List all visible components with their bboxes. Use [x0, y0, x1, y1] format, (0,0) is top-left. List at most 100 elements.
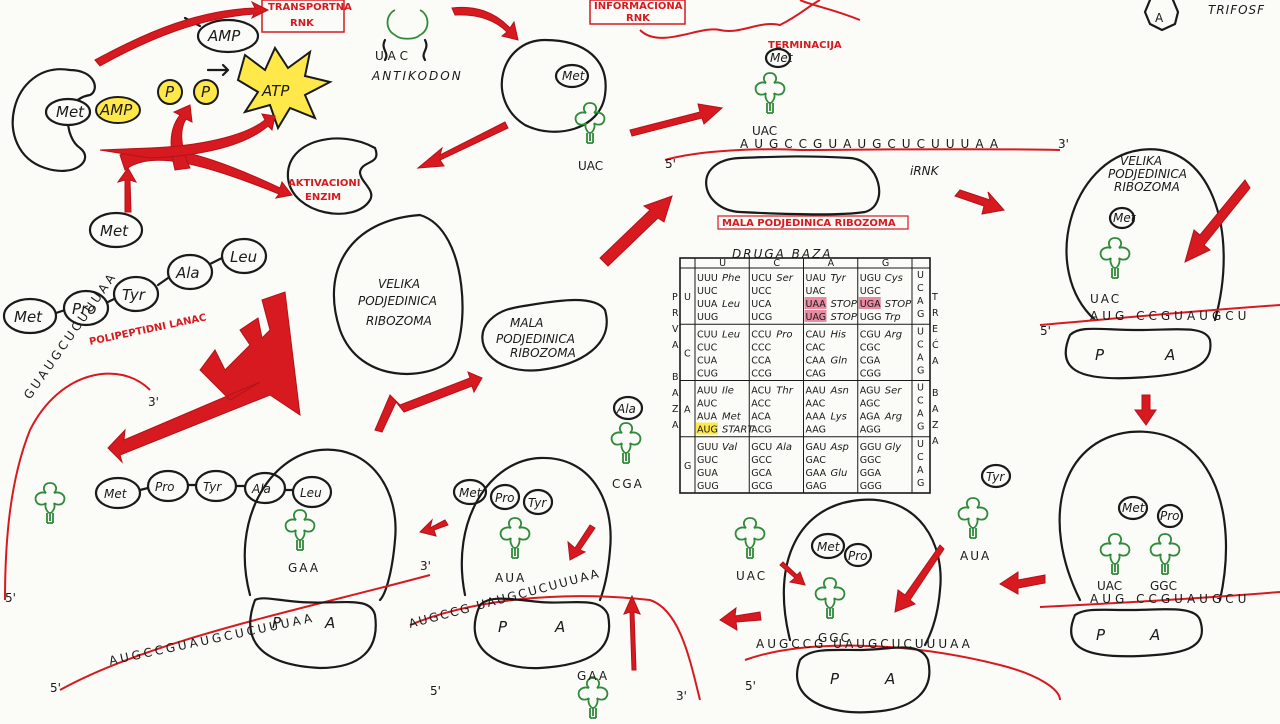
red-arrow-ala-in — [567, 524, 596, 561]
svg-text:A: A — [1164, 346, 1175, 364]
codon-cell: ACC — [751, 399, 771, 410]
red-arrow-right-down — [1134, 394, 1157, 426]
trna-leaving-left — [34, 482, 66, 524]
small-subunit-bcr — [796, 646, 931, 714]
svg-text:5': 5' — [5, 591, 16, 605]
codon-cell: UCA — [751, 299, 772, 310]
svg-text:PODJEDINICA: PODJEDINICA — [1108, 167, 1187, 181]
codon-cell: GUG — [697, 481, 719, 492]
svg-text:GGC: GGC — [818, 631, 851, 645]
amp-arrow — [206, 63, 230, 77]
treca-baza-letter: B — [932, 388, 939, 399]
svg-text:Pro: Pro — [72, 300, 96, 318]
svg-text:Leu: Leu — [230, 248, 257, 266]
amino-acid-cell: Ala — [775, 442, 792, 453]
red-arrow-trna-to-met — [94, 0, 270, 67]
second-base-C: C — [773, 258, 780, 269]
svg-text:MALA: MALA — [510, 316, 543, 330]
prva-baza-letter: Z — [672, 404, 679, 415]
red-arrow-gaa-up — [623, 594, 641, 671]
codon-cell: UGG — [860, 312, 882, 323]
svg-text:3': 3' — [676, 689, 687, 703]
amino-acid-cell: Lys — [831, 412, 847, 423]
amino-acid-cell: Thr — [776, 386, 793, 397]
codon-cell: GAU — [806, 442, 827, 453]
treca-baza-letter: Z — [932, 420, 939, 431]
svg-text:A: A — [324, 614, 335, 632]
third-base-U: U — [917, 439, 924, 450]
codon-cell: UCC — [751, 286, 772, 297]
svg-text:Pro: Pro — [155, 480, 175, 494]
trna-bcr — [814, 577, 846, 619]
mrna-right — [1039, 304, 1280, 326]
treca-baza-letter: E — [932, 324, 938, 335]
amino-acid-cell: Leu — [722, 329, 740, 340]
codon-cell: AUA — [697, 412, 717, 423]
trna-right — [1099, 237, 1131, 279]
amino-acid-cell: Gly — [885, 442, 903, 453]
phosphate-1-label: P — [165, 83, 175, 101]
svg-text:AUA: AUA — [495, 571, 526, 585]
prva-baza-letter: A — [672, 420, 679, 431]
mala-podjedinica-label: MALA PODJEDINICA RIBOZOMA — [717, 215, 909, 230]
mrna-left — [4, 372, 151, 601]
amino-acid-cell: START — [722, 425, 754, 436]
amino-acid-cell: Arg — [884, 412, 902, 423]
svg-text:Met: Met — [100, 222, 129, 240]
amino-acid-cell: Trp — [885, 312, 901, 323]
codon-cell: CGA — [860, 355, 881, 366]
red-arrow-right-1 — [954, 189, 1005, 215]
red-arrow-bottom-left-2 — [719, 606, 762, 631]
codon-cell: ACG — [751, 425, 771, 436]
svg-text:Ala: Ala — [175, 264, 200, 282]
amino-acid-cell: Phe — [722, 273, 741, 284]
trna-top — [386, 9, 429, 40]
svg-text:INFORMACIONA: INFORMACIONA — [594, 1, 683, 12]
codon-cell: GGA — [860, 468, 882, 479]
amino-acid-cell: Leu — [722, 299, 740, 310]
codon-cell: CUU — [697, 329, 718, 340]
svg-text:A: A — [1149, 626, 1160, 644]
terminacija-label: TERMINACIJA — [768, 40, 842, 51]
anticodon-uac: U A C — [375, 49, 408, 63]
red-arrow-to-enzyme — [416, 121, 509, 169]
third-base-U: U — [917, 270, 924, 281]
svg-text:PODJEDINICA: PODJEDINICA — [496, 332, 575, 346]
polypeptide-bottom: Met Pro Tyr Ala Leu — [94, 469, 333, 510]
svg-text:5': 5' — [430, 684, 441, 698]
svg-text:Leu: Leu — [300, 486, 322, 500]
mrna-bl — [59, 574, 431, 691]
third-base-G: G — [917, 365, 924, 376]
svg-text:Tyr: Tyr — [528, 496, 547, 510]
svg-text:Met: Met — [14, 308, 43, 326]
trna-gaa-leaving — [577, 677, 609, 719]
first-base-U: U — [684, 292, 691, 303]
svg-text:AUG CCGUAUGCU: AUG CCGUAUGCU — [1090, 592, 1250, 606]
red-arrow-top — [451, 6, 519, 41]
codon-cell: UCG — [751, 312, 772, 323]
svg-text:5': 5' — [1040, 324, 1051, 338]
svg-text:Tyr: Tyr — [203, 480, 222, 494]
codon-cell: AAC — [806, 399, 826, 410]
svg-text:CGA: CGA — [612, 477, 644, 491]
small-subunit-top — [705, 155, 881, 216]
svg-text:P: P — [498, 618, 508, 636]
mrna-right2 — [1039, 591, 1280, 608]
codon-cell: CUA — [697, 355, 718, 366]
amino-acid-cell: STOP — [885, 299, 912, 310]
codon-cell: GAC — [806, 455, 827, 466]
transportna-rnk-label: TRANSPORTNA RNK — [261, 0, 352, 33]
svg-text:Met: Met — [1122, 501, 1146, 515]
informaciona-rnk-label: INFORMACIONA RNK — [589, 0, 686, 25]
svg-text:RIBOZOMA: RIBOZOMA — [510, 346, 576, 360]
trna-right2-p — [1099, 533, 1131, 575]
codon-cell: UAA — [806, 299, 827, 310]
small-subunit-bl — [249, 597, 377, 670]
treca-baza-letter: Ć — [932, 339, 939, 351]
trna-uac-leaving — [734, 517, 766, 559]
large-subunit-right2 — [1058, 430, 1228, 602]
codon-cell: UUA — [697, 299, 718, 310]
svg-text:A: A — [884, 670, 895, 688]
codon-cell: ACA — [751, 412, 771, 423]
svg-text:5': 5' — [50, 681, 61, 695]
